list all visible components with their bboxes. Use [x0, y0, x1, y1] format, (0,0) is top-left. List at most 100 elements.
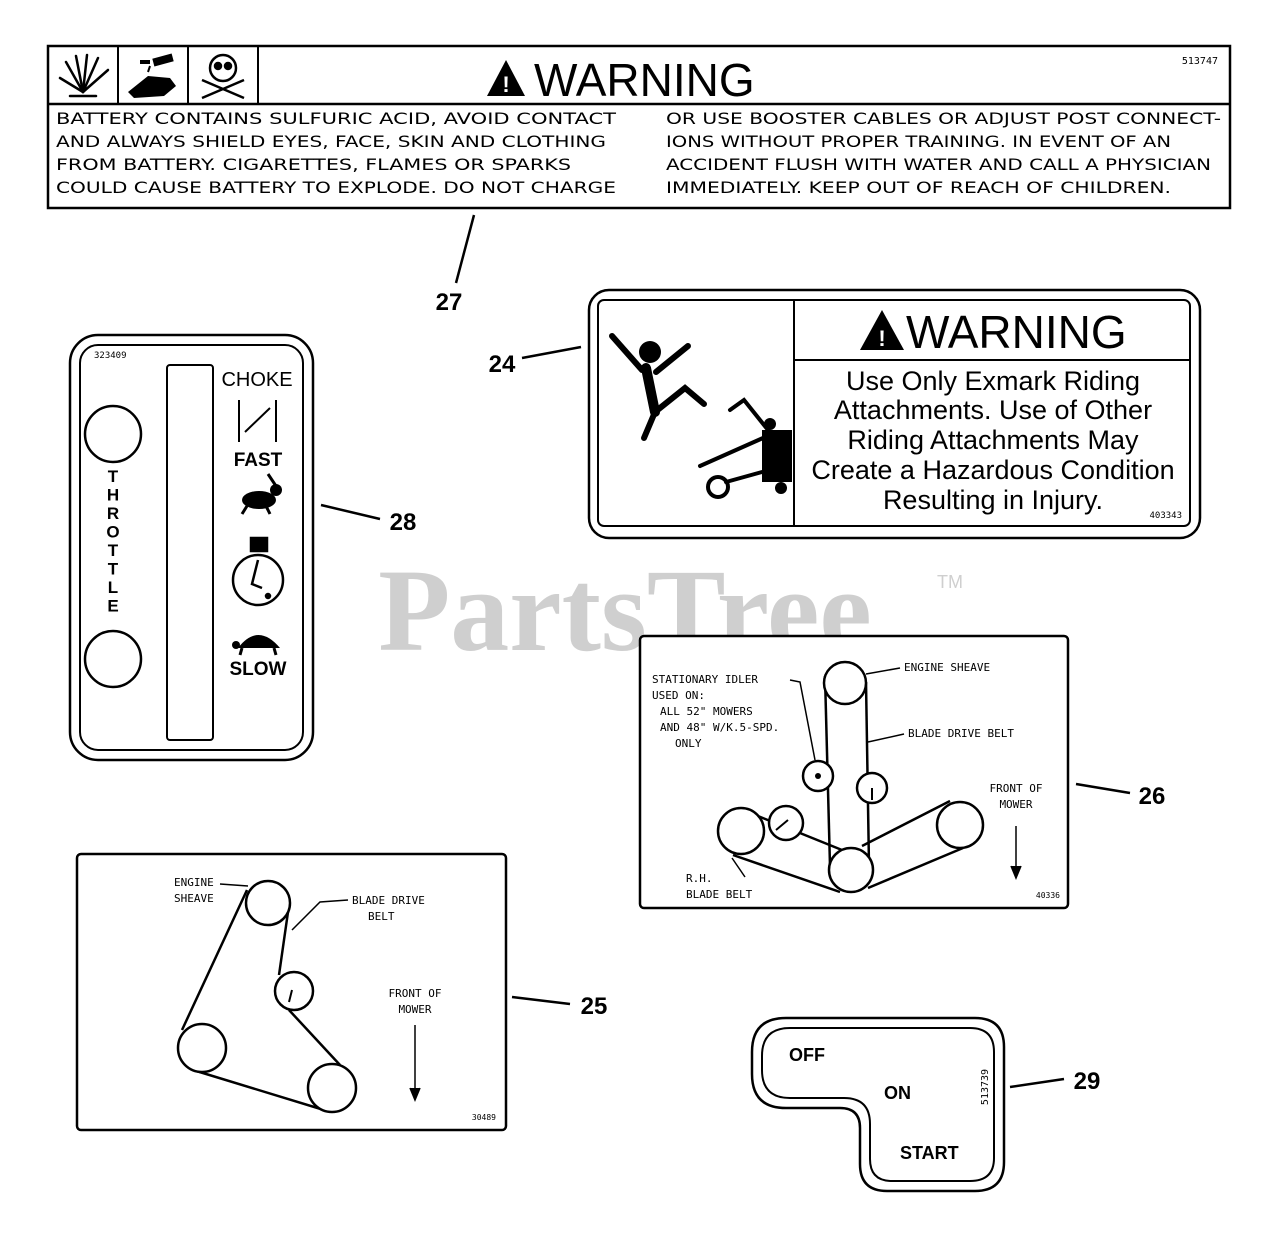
decal-26-left-blade-pulley — [716, 806, 766, 856]
decal-25-blade-line: BELT — [368, 910, 395, 923]
callout-24-label: 24 — [489, 351, 516, 378]
decal-24-line: Riding Attachments May — [847, 425, 1139, 455]
decal-27-left-line: BATTERY CONTAINS SULFURIC ACID, AVOID CO… — [56, 109, 616, 128]
decal-25-front-line: FRONT OF — [389, 987, 442, 1000]
skull-crossbones-icon — [201, 53, 245, 100]
decal-24-line: Attachments. Use of Other — [834, 395, 1152, 425]
decal-28-choke: CHOKE — [221, 369, 292, 391]
decal-26-idler-line: ALL 52" MOWERS — [660, 705, 753, 718]
decal-27-title: WARNING — [534, 54, 755, 106]
decal-27-left-line: COULD CAUSE BATTERY TO EXPLODE. DO NOT C… — [56, 178, 616, 197]
svg-text:!: ! — [502, 72, 509, 97]
callout-26: 26 — [1075, 782, 1166, 810]
decal-25-blade-line: BLADE DRIVE — [352, 894, 425, 907]
decal-26-front-line: MOWER — [999, 798, 1032, 811]
callout-26-label: 26 — [1139, 783, 1166, 810]
decal-28-part-number: 323409 — [94, 351, 127, 361]
decal-24-line: Resulting in Injury. — [883, 485, 1103, 515]
explosion-icon — [58, 53, 110, 98]
decal-29-off: OFF — [789, 1045, 825, 1065]
turtle-icon — [232, 635, 280, 656]
decal-26-front-line: FRONT OF — [990, 782, 1043, 795]
throttle-hole-top — [83, 404, 143, 464]
decal-29-start: START — [900, 1143, 959, 1163]
rabbit-icon — [240, 473, 282, 515]
decal-27-right-line: OR USE BOOSTER CABLES OR ADJUST POST CON… — [666, 109, 1221, 128]
callout-24: 24 — [489, 345, 582, 378]
decal-28-inner-frame — [79, 344, 304, 751]
decal-26-idler-line: USED ON: — [652, 689, 705, 702]
decal-25-part-number: 30489 — [472, 1113, 496, 1122]
decal-28-slow: SLOW — [230, 659, 287, 680]
watermark-tm: TM — [937, 572, 963, 592]
decal-24-title: WARNING — [906, 306, 1127, 358]
engine-bulb-icon — [231, 536, 285, 607]
decal-26-part-number: 40336 — [1036, 891, 1060, 900]
throttle-hole-bottom — [83, 629, 143, 689]
decal-29-on: ON — [884, 1083, 911, 1103]
decal-26-idler-line: ONLY — [675, 737, 702, 750]
decal-29-part-number: 513739 — [980, 1069, 991, 1105]
decal-24-heading: ! WARNING — [860, 306, 1127, 358]
decal-25-idler-pulley — [273, 970, 315, 1012]
decal-25-left-blade-pulley — [176, 1022, 228, 1074]
decal-25-engine-sheave-pulley — [244, 879, 292, 927]
decal-27-part-number: 513747 — [1182, 56, 1218, 67]
decal-29-ignition: OFF ON START 513739 — [750, 1016, 1006, 1193]
decal-24-inner-frame — [597, 299, 1191, 527]
throttle-slot — [166, 364, 214, 741]
callout-28: 28 — [320, 503, 417, 536]
decal-26-rh-line: R.H. — [686, 872, 713, 885]
decal-25-engine-line: SHEAVE — [174, 892, 214, 905]
decal-26-idler-line: AND 48" W/K.5-SPD. — [660, 721, 779, 734]
decal-24-body: Use Only Exmark Riding Attachments. Use … — [811, 366, 1174, 515]
decal-29-inner-frame — [761, 1027, 995, 1182]
decal-29-outer-frame — [750, 1016, 1006, 1193]
decal-26-rh-idler-pulley — [767, 804, 805, 842]
callout-25-label: 25 — [581, 993, 608, 1020]
decal-26-center-blade-pulley — [827, 846, 875, 894]
decal-27-battery-warning: ! WARNING 513747 BATTERY CONTAINS SULFUR… — [46, 44, 1232, 210]
callout-29-label: 29 — [1074, 1068, 1101, 1095]
decal-26-idler-line: STATIONARY IDLER — [652, 673, 758, 686]
decal-24-attachment-warning: ! WARNING Use Only Exmark Riding Attachm… — [587, 288, 1202, 540]
decal-26-engine-sheave-pulley — [822, 660, 868, 706]
decal-25-belt-diagram: ENGINE SHEAVE BLADE DRIVE BELT FRONT OF … — [75, 852, 508, 1132]
decal-25-belt — [180, 889, 341, 1112]
decal-26-right-blade-pulley — [935, 800, 985, 850]
callout-29: 29 — [1009, 1068, 1101, 1095]
decal-27-left-line: FROM BATTERY. CIGARETTES, FLAMES OR SPAR… — [56, 155, 571, 174]
decal-27-body: BATTERY CONTAINS SULFURIC ACID, AVOID CO… — [56, 109, 1221, 197]
person-thrown-icon — [609, 333, 792, 499]
callout-27-label: 27 — [436, 289, 463, 316]
decal-26-rh-line: BLADE BELT — [686, 888, 753, 901]
decal-25-front-line: MOWER — [398, 1003, 431, 1016]
choke-icon — [238, 400, 277, 442]
decal-27-frame — [46, 44, 1232, 210]
decal-27-heading: ! WARNING — [487, 54, 755, 106]
decal-28-fast: FAST — [234, 450, 283, 471]
decal-28-outer-frame — [68, 333, 315, 762]
acid-hand-icon — [128, 53, 176, 98]
decal-27-left-line: AND ALWAYS SHIELD EYES, FACE, SKIN AND C… — [56, 132, 606, 151]
decal-24-line: Use Only Exmark Riding — [846, 366, 1140, 396]
decal-24-part-number: 403343 — [1149, 511, 1182, 521]
svg-text:!: ! — [878, 326, 885, 351]
decal-26-engine-sheave-label: ENGINE SHEAVE — [904, 661, 990, 674]
decal-27-right-line: ACCIDENT FLUSH WITH WATER AND CALL A PHY… — [666, 155, 1211, 174]
warning-triangle-icon — [860, 310, 904, 350]
callout-25: 25 — [511, 993, 608, 1020]
callout-28-label: 28 — [390, 509, 417, 536]
decal-26-blade-drive-label: BLADE DRIVE BELT — [908, 727, 1014, 740]
warning-triangle-icon — [487, 60, 525, 96]
decal-25-engine-line: ENGINE — [174, 876, 214, 889]
decal-27-right-line: IMMEDIATELY. KEEP OUT OF REACH OF CHILDR… — [666, 178, 1171, 197]
decal-27-right-line: IONS WITHOUT PROPER TRAINING. IN EVENT O… — [666, 132, 1171, 151]
decal-24-line: Create a Hazardous Condition — [811, 455, 1174, 485]
decal-26-belt-diagram: ENGINE SHEAVE STATIONARY IDLER USED ON: … — [638, 634, 1070, 910]
decal-25-right-blade-pulley — [306, 1062, 358, 1114]
